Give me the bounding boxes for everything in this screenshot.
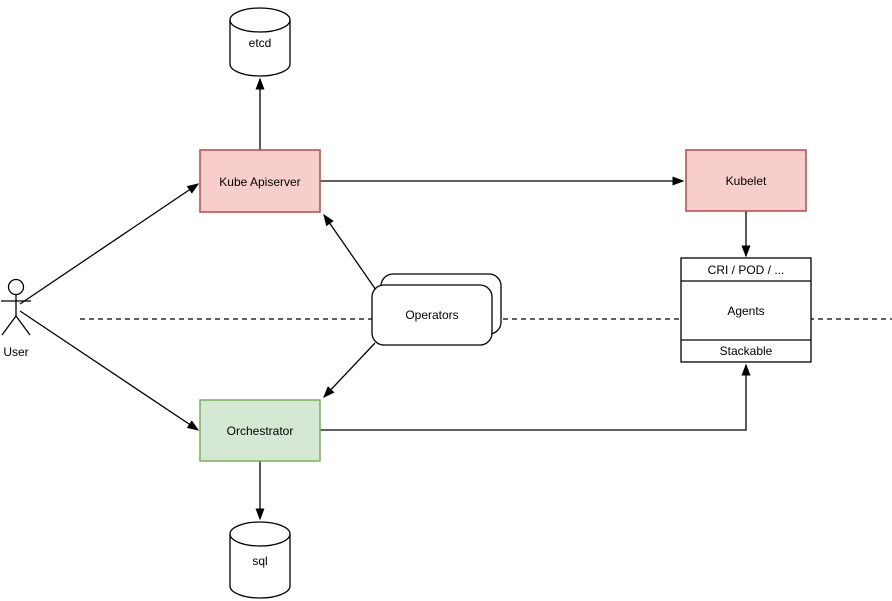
edge-operators-to-orchestrator: [323, 342, 376, 399]
kubelet-box: [685, 149, 807, 212]
node-kube-apiserver: Kube Apiserver: [199, 149, 321, 213]
operators-front-card: [371, 284, 493, 346]
user-actor-head: [7, 278, 25, 296]
orchestrator-box: [199, 399, 321, 462]
node-orchestrator: Orchestrator: [199, 399, 321, 462]
orchestrator-label: Orchestrator: [227, 424, 294, 438]
agents-stack-body-label: Agents: [727, 304, 764, 318]
edge-orchestrator-to-stackable: [320, 363, 751, 431]
agents-stack-box: [680, 257, 812, 363]
edge-user-to-kube-apiserver: [19, 183, 200, 305]
agents-stack-header-label: CRI / POD / ...: [708, 263, 785, 277]
sql-cylinder-shape: [229, 521, 291, 599]
kubelet-label: Kubelet: [726, 174, 767, 188]
user-label: User: [3, 345, 28, 359]
node-user: User: [1, 278, 31, 359]
user-actor-right-leg: [15, 315, 31, 336]
node-etcd: etcd: [229, 7, 291, 77]
node-kubelet: Kubelet: [685, 149, 807, 212]
user-actor-left-leg: [1, 315, 17, 336]
etcd-label: etcd: [249, 36, 272, 50]
sql-label: sql: [252, 554, 267, 568]
etcd-cylinder-shape: [229, 7, 291, 77]
node-agents-stack: CRI / POD / ... Agents Stackable: [680, 257, 812, 363]
edge-user-to-orchestrator: [19, 310, 200, 431]
node-operators: Operators: [371, 273, 502, 346]
edge-operators-to-kube-apiserver: [323, 213, 377, 291]
agents-stack-footer-label: Stackable: [720, 344, 773, 358]
etcd-cylinder-top-arc: [229, 19, 291, 33]
operators-label: Operators: [405, 308, 458, 322]
kube-apiserver-box: [199, 149, 321, 213]
node-sql: sql: [229, 521, 291, 599]
sql-cylinder-top-arc: [229, 533, 291, 547]
kube-apiserver-label: Kube Apiserver: [219, 175, 300, 189]
